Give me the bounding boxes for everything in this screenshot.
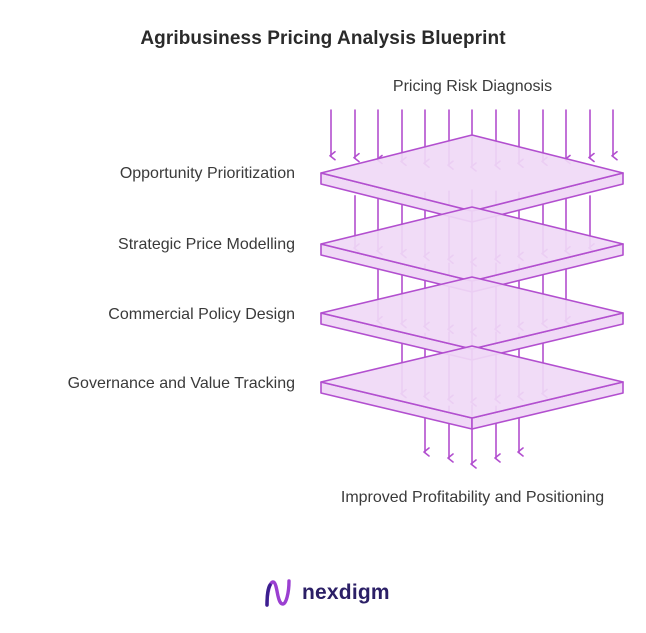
layer-label-4: Governance and Value Tracking xyxy=(67,375,295,392)
input-label: Pricing Risk Diagnosis xyxy=(392,78,553,95)
diagram-title: Agribusiness Pricing Analysis Blueprint xyxy=(140,28,506,49)
layer-plane-3 xyxy=(320,276,624,361)
output-label: Improved Profitability and Positioning xyxy=(340,489,605,506)
layer-label-3: Commercial Policy Design xyxy=(108,306,295,323)
layer-label-2: Strategic Price Modelling xyxy=(118,236,295,253)
layer-plane-2 xyxy=(320,206,624,293)
layer-planes-group xyxy=(320,134,624,430)
brand-name: nexdigm xyxy=(302,581,390,604)
brand-logo: nexdigm xyxy=(262,576,390,610)
layer-plane-4 xyxy=(320,345,624,430)
layer-label-1: Opportunity Prioritization xyxy=(119,165,295,182)
nexdigm-logo-mark-icon xyxy=(265,579,291,607)
